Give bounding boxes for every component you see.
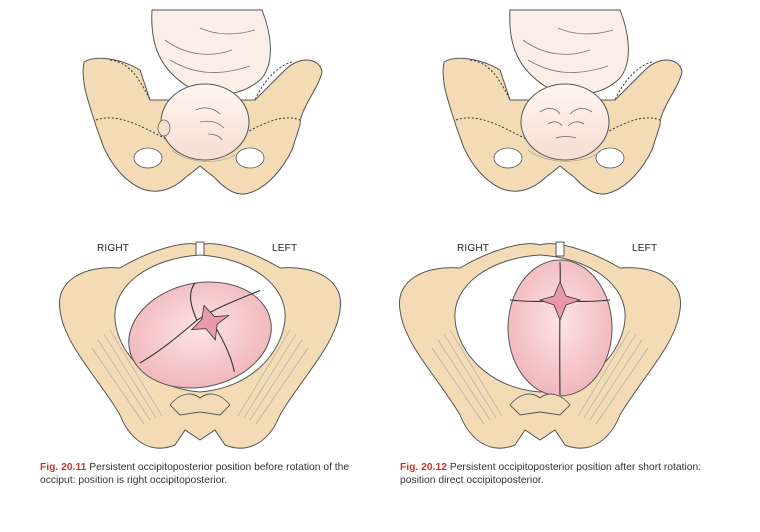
ligament-lines-right <box>237 329 309 425</box>
bottom-left-pelvis-illustration <box>59 241 341 449</box>
pelvic-inlet-outline <box>95 117 301 151</box>
caption-figure-number: Fig. 20.12 <box>400 462 447 473</box>
fetal-head-direct <box>507 259 613 397</box>
fetus-head <box>520 83 610 161</box>
obturator-right <box>235 147 265 169</box>
top-left-pelvis-illustration <box>82 9 323 195</box>
top-right-pelvis-illustration <box>442 9 683 195</box>
fetus-body <box>151 9 271 96</box>
pubic-symphysis <box>195 241 205 257</box>
fetus-head <box>160 83 250 161</box>
fetus-body <box>509 9 629 96</box>
pubic-symphysis <box>555 241 565 257</box>
obturator-right <box>595 147 625 169</box>
caption-text: Persistent occipitoposterior position be… <box>40 462 350 486</box>
bottom-right-pelvis-illustration <box>399 241 681 449</box>
pelvic-inlet-outline <box>455 117 661 151</box>
sacrum-coccyx <box>169 393 231 416</box>
caption-fig-20-12: Fig. 20.12 Persistent occipitoposterior … <box>400 462 730 487</box>
anterior-fontanelle <box>190 304 230 341</box>
label-right: RIGHT <box>457 243 490 254</box>
obturator-left <box>493 147 523 169</box>
label-right: RIGHT <box>97 243 130 254</box>
label-left: LEFT <box>272 243 298 254</box>
ligament-lines-left <box>431 329 503 425</box>
caption-figure-number: Fig. 20.11 <box>40 462 87 473</box>
ligament-lines-left <box>91 329 163 425</box>
obturator-left <box>133 147 163 169</box>
caption-text: Persistent occipitoposterior position af… <box>400 462 702 486</box>
caption-fig-20-11: Fig. 20.11 Persistent occipitoposterior … <box>40 462 370 487</box>
ear <box>157 119 171 137</box>
sacrum-coccyx <box>509 393 571 416</box>
anterior-fontanelle <box>538 280 582 322</box>
fetal-head-rotated <box>128 281 272 389</box>
label-left: LEFT <box>632 243 658 254</box>
ligament-lines-right <box>577 329 649 425</box>
